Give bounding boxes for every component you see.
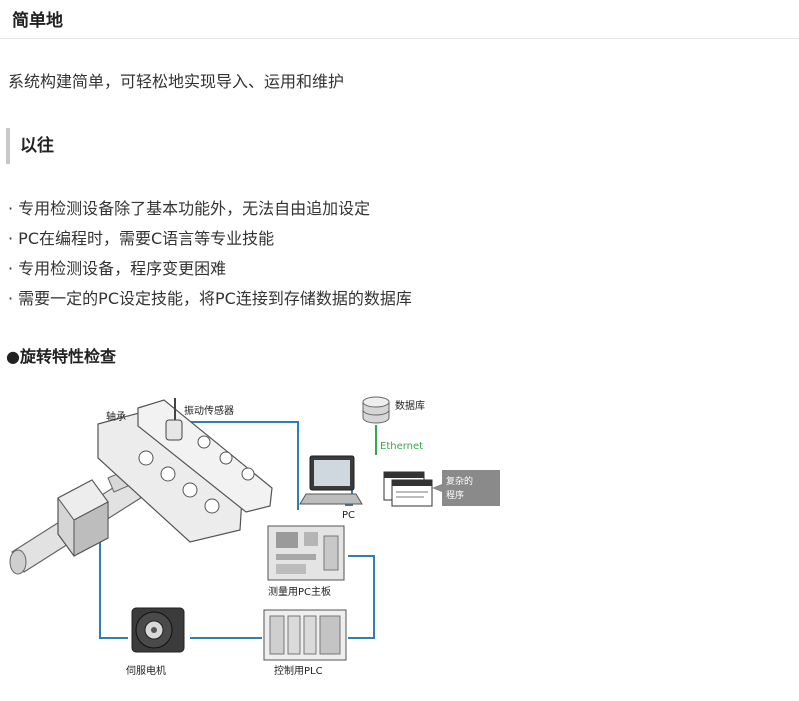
rotation-inspection-diagram: 轴承 振动传感器 数据库 Ethernet 复杂的 程序 PC 测量用PC主板 … [9, 396, 500, 677]
bullet-list: · 专用检测设备除了基本功能外，无法自由追加设定 · PC在编程时，需要C语言等… [8, 194, 412, 314]
program-window-icon [383, 471, 433, 507]
program-label-line1: 复杂的 [446, 475, 473, 487]
bearing-label: 轴承 [106, 410, 126, 423]
diagram-heading: ●旋转特性检查 [6, 347, 116, 366]
servo-label: 伺服电机 [126, 664, 166, 677]
connection-wires [99, 421, 375, 639]
database-label: 数据库 [395, 399, 425, 412]
list-item: · 需要一定的PC设定技能，将PC连接到存储数据的数据库 [8, 289, 412, 308]
motor-to-left-wire [99, 530, 128, 639]
plc-icon [263, 609, 347, 661]
pc-icon [299, 455, 363, 505]
page-title: 简单地 [12, 11, 63, 31]
pc-board-icon [267, 525, 345, 581]
database-icon [362, 396, 390, 424]
program-callout [432, 470, 500, 506]
page-header: 简单地 [0, 0, 799, 39]
plc-right-wire [348, 555, 375, 639]
plc-label: 控制用PLC [274, 664, 323, 677]
sensor-wire [180, 421, 299, 510]
board-label: 测量用PC主板 [268, 585, 331, 598]
list-item: · 专用检测设备，程序变更困难 [8, 259, 227, 278]
sensor-label: 振动传感器 [184, 404, 234, 417]
ethernet-label: Ethernet [380, 441, 423, 452]
pc-label: PC [342, 510, 355, 521]
program-label-line2: 程序 [446, 489, 464, 501]
list-item: · 专用检测设备除了基本功能外，无法自由追加设定 [8, 199, 371, 218]
lead-text: 系统构建简单，可轻松地实现导入、运用和维护 [8, 72, 345, 91]
shaft-assembly [9, 457, 161, 575]
list-item: · PC在编程时，需要C语言等专业技能 [8, 229, 275, 248]
servo-motor-icon [131, 607, 185, 653]
vibration-sensor-icon [165, 398, 183, 441]
section-heading: 以往 [6, 128, 54, 164]
